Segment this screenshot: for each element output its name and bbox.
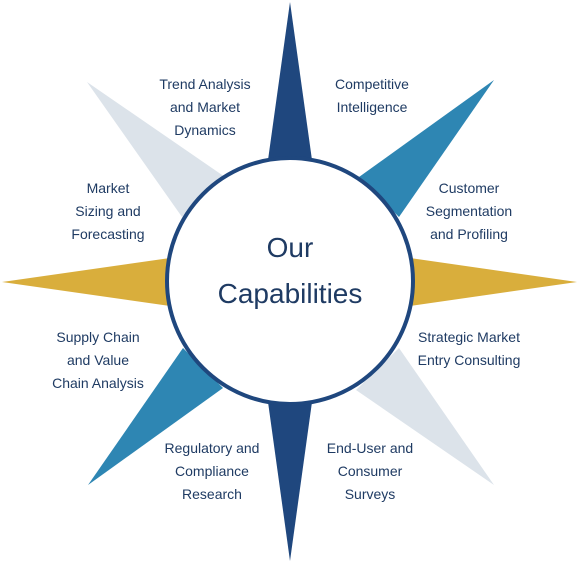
capability-label-line: Customer xyxy=(438,180,500,196)
ray-southeast xyxy=(356,348,494,485)
capability-label-line: Sizing and xyxy=(75,203,141,219)
capability-label-line: Chain Analysis xyxy=(52,375,144,391)
ray-northeast xyxy=(359,80,494,217)
capability-label-line: Consumer xyxy=(337,463,403,479)
ray-east xyxy=(410,258,577,306)
center-circle xyxy=(165,156,415,406)
capability-label-line: Intelligence xyxy=(336,99,408,115)
capability-end-user-surveys: End-User and Consumer Surveys xyxy=(305,437,435,506)
capability-label-line: Regulatory and xyxy=(164,440,260,456)
capability-label-line: and Value xyxy=(66,352,129,368)
capability-label-line: Compliance xyxy=(175,463,249,479)
center-title-line-1: Our xyxy=(266,232,314,263)
capability-trend-analysis: Trend Analysis and Market Dynamics xyxy=(130,73,280,142)
capability-label-line: Strategic Market xyxy=(418,329,520,345)
capability-label-line: and Profiling xyxy=(430,226,508,242)
capability-label-line: Segmentation xyxy=(425,203,513,219)
ray-southwest xyxy=(88,348,223,485)
center-title: Our Capabilities xyxy=(170,225,410,317)
capability-label-line: Supply Chain xyxy=(56,329,140,345)
capability-label-line: Dynamics xyxy=(174,122,236,138)
capability-label-line: Competitive xyxy=(335,76,409,92)
ray-north xyxy=(268,2,312,160)
capability-label-line: Trend Analysis xyxy=(159,76,251,92)
ray-south xyxy=(268,402,312,561)
capability-label-line: Forecasting xyxy=(71,226,145,242)
capability-regulatory-compliance: Regulatory and Compliance Research xyxy=(142,437,282,506)
ray-northwest xyxy=(87,82,225,217)
capability-competitive-intelligence: Competitive Intelligence xyxy=(302,73,442,119)
capability-label-line: Market xyxy=(86,180,130,196)
capability-customer-segmentation: Customer Segmentation and Profiling xyxy=(399,177,539,246)
capability-label-line: Research xyxy=(182,486,242,502)
capability-market-sizing: Market Sizing and Forecasting xyxy=(50,177,166,246)
center-title-line-2: Capabilities xyxy=(217,278,363,309)
capability-label-line: Entry Consulting xyxy=(417,352,521,368)
capability-label-line: Surveys xyxy=(344,486,396,502)
capability-label-line: End-User and xyxy=(326,440,414,456)
capability-supply-chain-analysis: Supply Chain and Value Chain Analysis xyxy=(36,326,160,395)
ray-west xyxy=(2,258,170,306)
capability-strategic-market-entry: Strategic Market Entry Consulting xyxy=(398,326,540,372)
capability-label-line: and Market xyxy=(169,99,241,115)
